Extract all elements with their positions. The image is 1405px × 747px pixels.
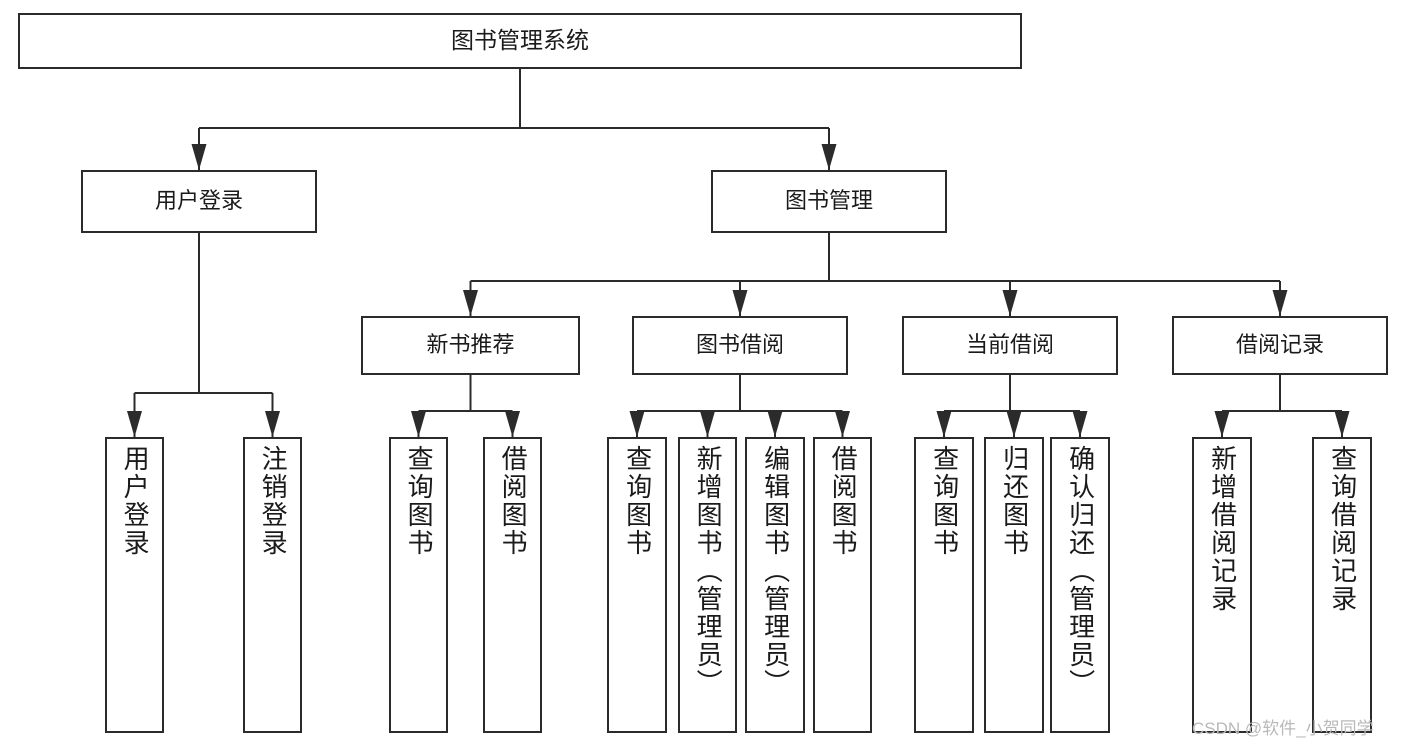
arrow-head-icon	[1006, 411, 1022, 437]
node-leaf-query-book-2[interactable]: 查询图书	[607, 437, 667, 733]
arrow-head-icon	[936, 411, 952, 437]
node-label: 图书管理系统	[451, 27, 589, 54]
node-label: 编辑图书（管理员）	[760, 445, 791, 697]
node-leaf-query-book-3[interactable]: 查询图书	[914, 437, 974, 733]
node-leaf-query-record[interactable]: 查询借阅记录	[1312, 437, 1372, 733]
node-label: 借阅图书	[828, 445, 859, 557]
node-label: 归还图书	[999, 445, 1030, 557]
node-label: 用户登录	[154, 188, 243, 214]
arrow-head-icon	[700, 411, 715, 437]
node-label: 用户登录	[120, 445, 151, 557]
node-leaf-edit-book[interactable]: 编辑图书（管理员）	[745, 437, 805, 733]
node-leaf-borrow-book-2[interactable]: 借阅图书	[813, 437, 872, 733]
node-label: 查询借阅记录	[1327, 445, 1358, 613]
node-label: 注销登录	[258, 445, 289, 557]
node-user-login[interactable]: 用户登录	[81, 170, 317, 233]
node-leaf-user-login[interactable]: 用户登录	[105, 437, 164, 733]
node-label: 查询图书	[622, 445, 653, 557]
node-leaf-logout[interactable]: 注销登录	[243, 437, 302, 733]
node-label: 新增借阅记录	[1207, 445, 1238, 613]
node-leaf-borrow-book-1[interactable]: 借阅图书	[483, 437, 542, 733]
arrow-head-icon	[411, 411, 426, 437]
arrow-head-icon	[463, 290, 478, 316]
arrow-head-icon	[821, 144, 837, 170]
arrow-head-icon	[127, 411, 142, 437]
arrow-head-icon	[1072, 411, 1088, 437]
arrow-head-icon	[1334, 411, 1350, 437]
node-borrow-record[interactable]: 借阅记录	[1172, 316, 1388, 375]
node-leaf-add-record[interactable]: 新增借阅记录	[1192, 437, 1252, 733]
node-leaf-return-book[interactable]: 归还图书	[984, 437, 1044, 733]
arrow-head-icon	[505, 411, 520, 437]
node-label: 确认归还（管理员）	[1065, 445, 1096, 697]
node-book-manage[interactable]: 图书管理	[711, 170, 947, 233]
node-label: 新书推荐	[426, 332, 515, 358]
arrow-head-icon	[1002, 290, 1018, 316]
node-label: 图书借阅	[695, 332, 784, 358]
node-label: 查询图书	[929, 445, 960, 557]
node-label: 图书管理	[784, 188, 873, 214]
node-label: 查询图书	[404, 445, 435, 557]
node-current-borrow[interactable]: 当前借阅	[902, 316, 1118, 375]
arrow-head-icon	[1214, 411, 1230, 437]
node-leaf-add-book[interactable]: 新增图书（管理员）	[678, 437, 737, 733]
arrow-head-icon	[265, 411, 280, 437]
arrow-head-icon	[767, 411, 783, 437]
arrow-head-icon	[835, 411, 850, 437]
node-root[interactable]: 图书管理系统	[18, 13, 1022, 69]
arrow-head-icon	[1272, 290, 1288, 316]
watermark: CSDN @软件_小贺同学	[1192, 719, 1374, 738]
node-new-book-rec[interactable]: 新书推荐	[361, 316, 580, 375]
node-label: 借阅记录	[1235, 332, 1324, 358]
node-leaf-query-book-1[interactable]: 查询图书	[389, 437, 448, 733]
node-label: 当前借阅	[965, 332, 1054, 358]
node-book-borrow[interactable]: 图书借阅	[632, 316, 848, 375]
node-label: 借阅图书	[498, 445, 529, 557]
arrow-head-icon	[191, 144, 207, 170]
arrow-head-icon	[629, 411, 645, 437]
node-label: 新增图书（管理员）	[693, 445, 724, 697]
arrow-head-icon	[732, 290, 748, 316]
node-leaf-confirm-return[interactable]: 确认归还（管理员）	[1050, 437, 1110, 733]
